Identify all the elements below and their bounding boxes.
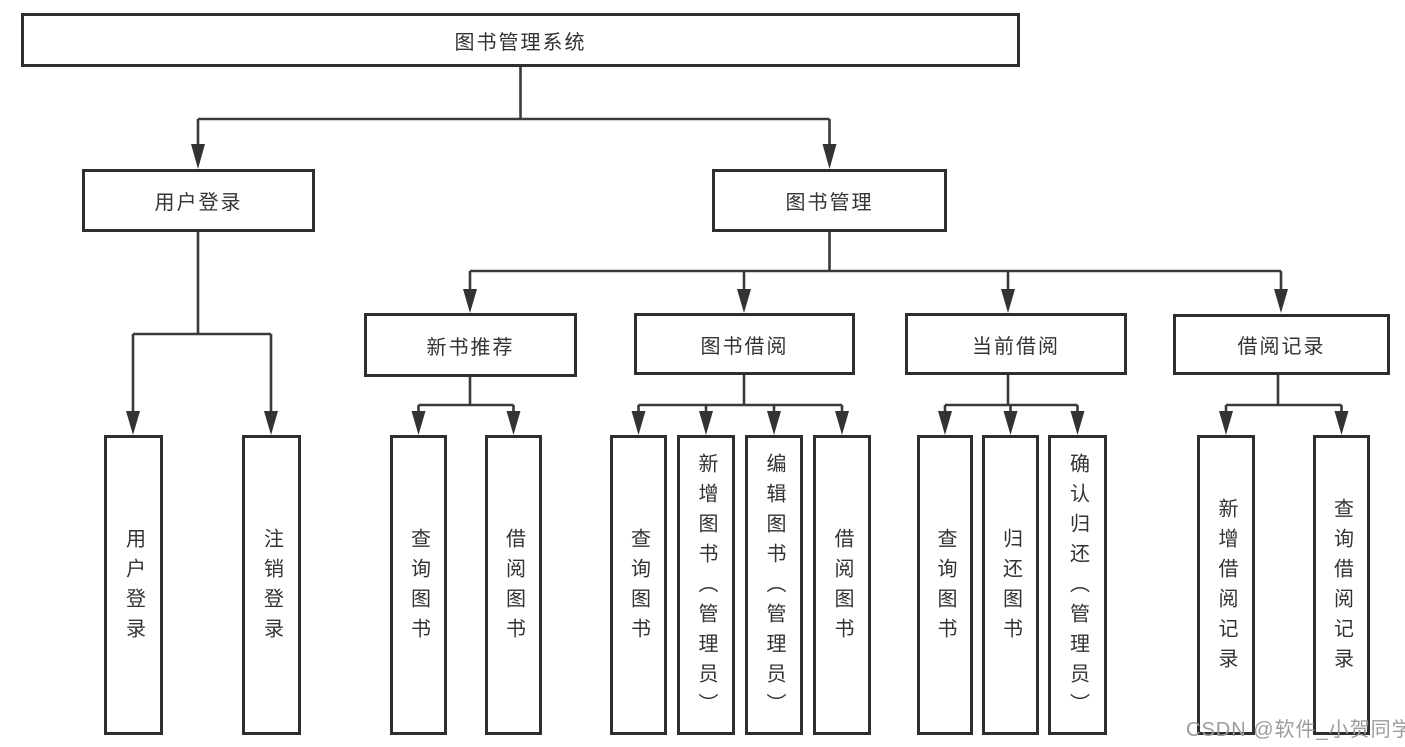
node-book-borrow: 图书借阅: [634, 313, 855, 375]
node-book-management: 图书管理: [712, 169, 947, 232]
leaf-query-book-borrow: 查询图书: [610, 435, 667, 735]
leaf-add-book-admin: 新增图书（管理员）: [677, 435, 735, 735]
leaf-borrow-book-recommend: 借阅图书: [485, 435, 542, 735]
node-user-login: 用户登录: [82, 169, 315, 232]
watermark: CSDN @软件_小贺同学: [1186, 719, 1405, 741]
leaf-query-book-recommend: 查询图书: [390, 435, 447, 735]
leaf-return-book: 归还图书: [982, 435, 1039, 735]
leaf-borrow-book: 借阅图书: [813, 435, 871, 735]
node-new-book-recommend: 新书推荐: [364, 313, 577, 377]
leaf-logout: 注销登录: [242, 435, 301, 735]
node-root-library-system: 图书管理系统: [21, 13, 1020, 67]
leaf-query-borrow-record: 查询借阅记录: [1313, 435, 1370, 735]
node-borrow-records: 借阅记录: [1173, 314, 1390, 375]
leaf-confirm-return-admin: 确认归还（管理员）: [1048, 435, 1107, 735]
leaf-user-login: 用户登录: [104, 435, 163, 735]
node-current-borrow: 当前借阅: [905, 313, 1127, 375]
leaf-add-borrow-record: 新增借阅记录: [1197, 435, 1255, 735]
leaf-query-book-current: 查询图书: [917, 435, 973, 735]
leaf-edit-book-admin: 编辑图书（管理员）: [745, 435, 803, 735]
